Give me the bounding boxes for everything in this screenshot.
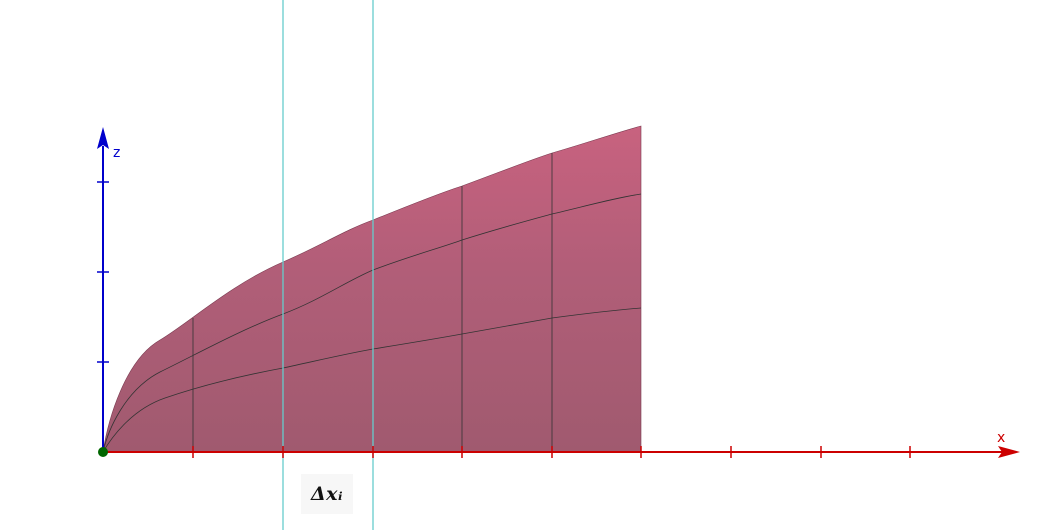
x-axis-label: x — [997, 430, 1005, 446]
origin-point[interactable] — [98, 447, 108, 457]
delta-x-label-box: Δxᵢ — [301, 474, 353, 514]
x-axis-ticks — [192, 446, 911, 458]
z-axis-label: z — [113, 145, 120, 161]
surface-region — [102, 125, 642, 453]
z-axis-ticks — [97, 181, 109, 363]
x-axis-arrow — [998, 446, 1020, 458]
z-axis-arrow — [97, 127, 109, 149]
delta-x-label: Δxᵢ — [310, 483, 344, 505]
